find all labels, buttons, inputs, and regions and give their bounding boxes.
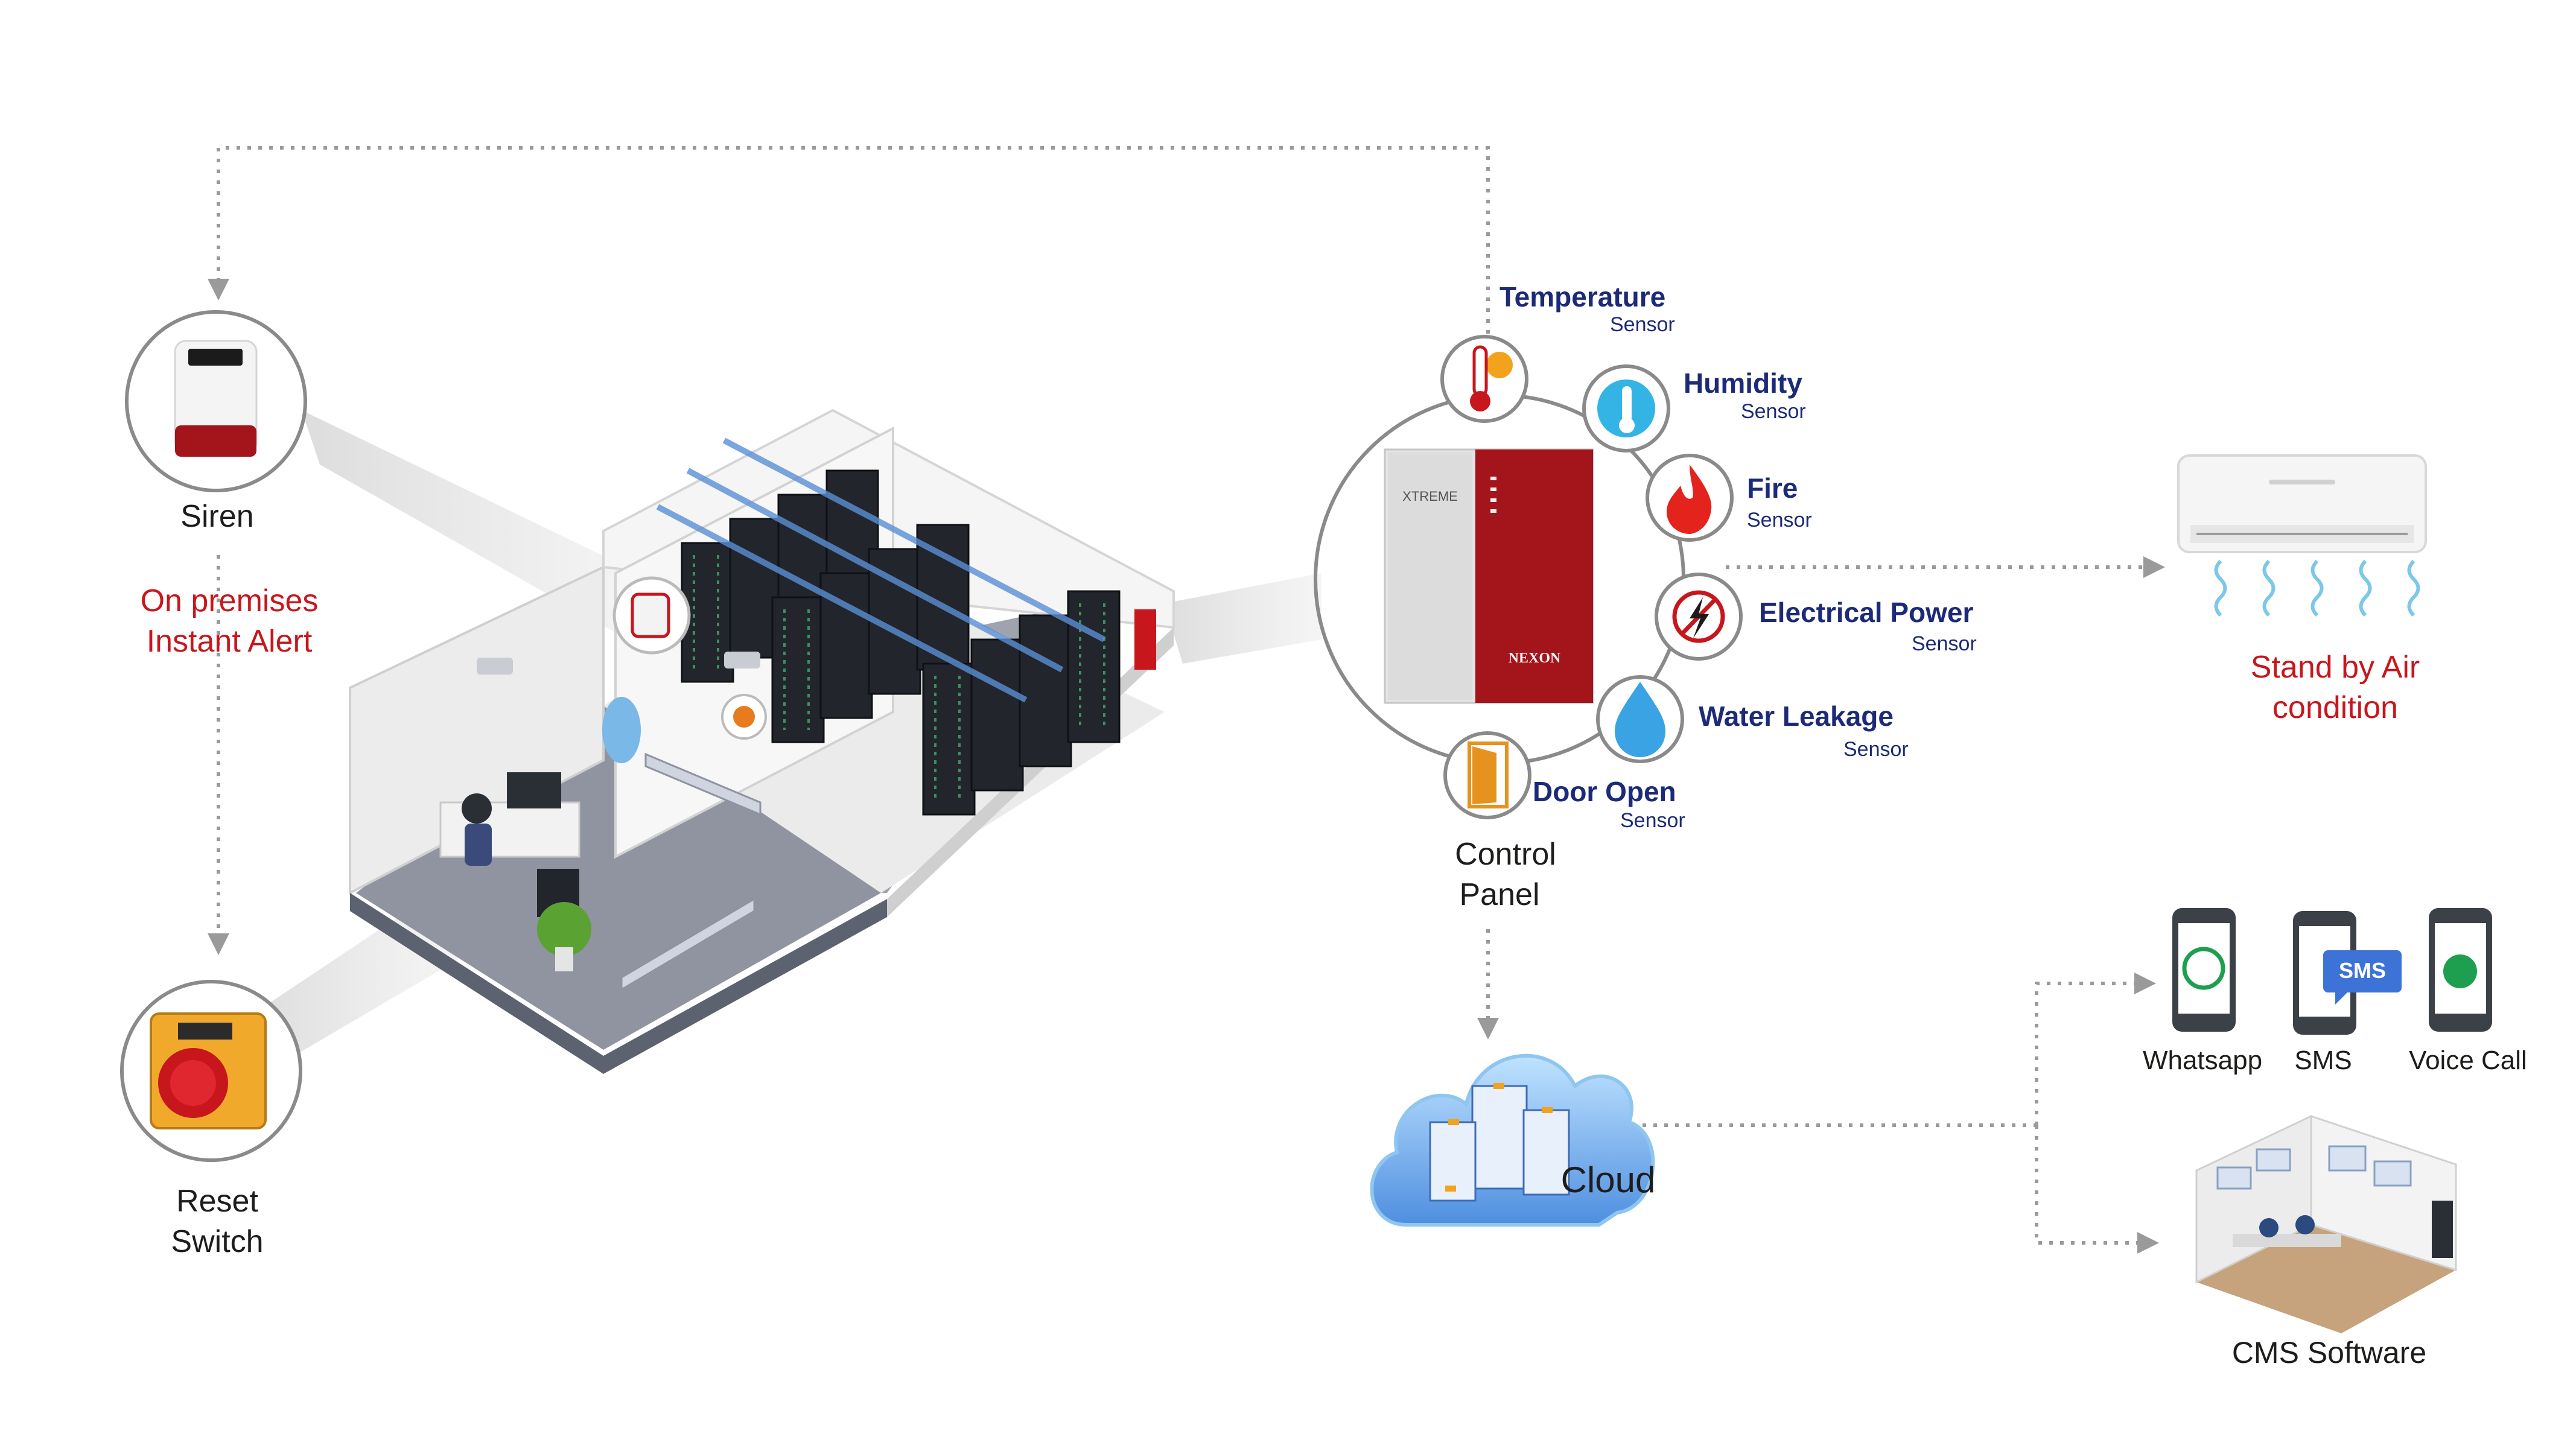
operator-body: [465, 824, 492, 866]
on-premises-alert-line1: On premises: [140, 583, 319, 618]
cloud-label: Cloud: [1560, 1160, 1656, 1200]
sensor-electrical-power-sub: Sensor: [1912, 632, 1977, 655]
reset-switch-device: [120, 980, 302, 1162]
reset-switch-label-line1: Reset: [176, 1184, 258, 1219]
air-conditioner: [2177, 454, 2427, 617]
sms-bubble-icon: [2323, 950, 2402, 992]
sensor-icons: [1440, 335, 1743, 819]
connector-to-phones: [2035, 973, 2156, 1125]
cms-software-label: CMS Software: [2231, 1336, 2427, 1370]
video-wall: [2216, 1145, 2412, 1190]
cctv-cameras: [477, 652, 760, 675]
desk: [439, 801, 580, 858]
door-sensor-red: [1134, 609, 1156, 670]
air-condition-label-line1: Stand by Air: [2250, 650, 2420, 685]
cable-trays: [656, 437, 1106, 703]
airflow-waves: [2214, 559, 2420, 617]
cms-room: [2195, 1114, 2457, 1333]
sensor-fire-name: Fire: [1747, 472, 1798, 504]
door-icon: [1443, 731, 1531, 819]
beam-siren: [302, 410, 652, 640]
siren-label: Siren: [180, 499, 254, 534]
sensor-water-leakage-name: Water Leakage: [1699, 700, 1894, 732]
operator: [462, 793, 492, 824]
water-dispenser: [602, 697, 641, 763]
waiting-chairs: [620, 752, 762, 991]
whatsapp-icon: [2182, 947, 2225, 990]
humidity-thermometer-icon: [1582, 364, 1670, 453]
reset-switch-label-line2: Switch: [171, 1224, 264, 1259]
data-center-room: [349, 408, 1175, 1074]
cloud-icon: [1370, 1053, 1655, 1227]
control-panel-label-line1: Control: [1455, 837, 1556, 872]
sensor-door-open-name: Door Open: [1533, 776, 1676, 807]
phone-call-icon: [2443, 954, 2477, 988]
beam-panel: [1165, 573, 1321, 664]
connector-panel-to-siren: [208, 146, 1490, 377]
connector-to-cms: [2035, 1125, 2159, 1254]
sensor-electrical-power-name: Electrical Power: [1759, 597, 1974, 628]
sensor-temperature-name: Temperature: [1499, 281, 1666, 313]
rack-leds: [693, 555, 1105, 802]
phone-voice-call: [2429, 908, 2492, 1032]
control-panel-label-line2: Panel: [1459, 877, 1540, 912]
phone-sms: SMS: [2293, 911, 2402, 1035]
sensor-fire-sub: Sensor: [1747, 509, 1812, 532]
panel-logo: XTREME: [1402, 489, 1458, 504]
cloud-servers: [1429, 1085, 1570, 1202]
phone-whatsapp: [2172, 908, 2236, 1032]
sms-bubble-text: SMS: [2339, 958, 2386, 983]
monitor: [507, 772, 561, 808]
lightning-icon: [1655, 573, 1743, 661]
connectors: [208, 146, 2165, 1254]
whatsapp-label: Whatsapp: [2142, 1046, 2263, 1075]
control-panel-group: XTREME NEXON: [1314, 393, 1685, 765]
plant: [537, 902, 591, 956]
office-floor: [356, 706, 881, 1050]
water-drop-icon: [1596, 675, 1684, 763]
on-premises-alert-line2: Instant Alert: [146, 624, 313, 659]
sensor-water-leakage-sub: Sensor: [1843, 738, 1909, 761]
sensor-humidity-name: Humidity: [1684, 367, 1802, 399]
sensor-temperature-sub: Sensor: [1610, 313, 1675, 336]
sensor-door-open-sub: Sensor: [1620, 809, 1685, 832]
panel-leds: [1490, 477, 1496, 513]
voice-call-label: Voice Call: [2409, 1046, 2527, 1075]
sensor-humidity-sub: Sensor: [1741, 400, 1806, 423]
panel-brand: NEXON: [1509, 650, 1561, 666]
thermometer-sun-icon: [1440, 335, 1528, 423]
flame-icon: [1646, 454, 1734, 542]
sms-label: SMS: [2294, 1046, 2352, 1075]
air-condition-label-line2: condition: [2272, 690, 2399, 725]
siren-device: [125, 310, 307, 492]
